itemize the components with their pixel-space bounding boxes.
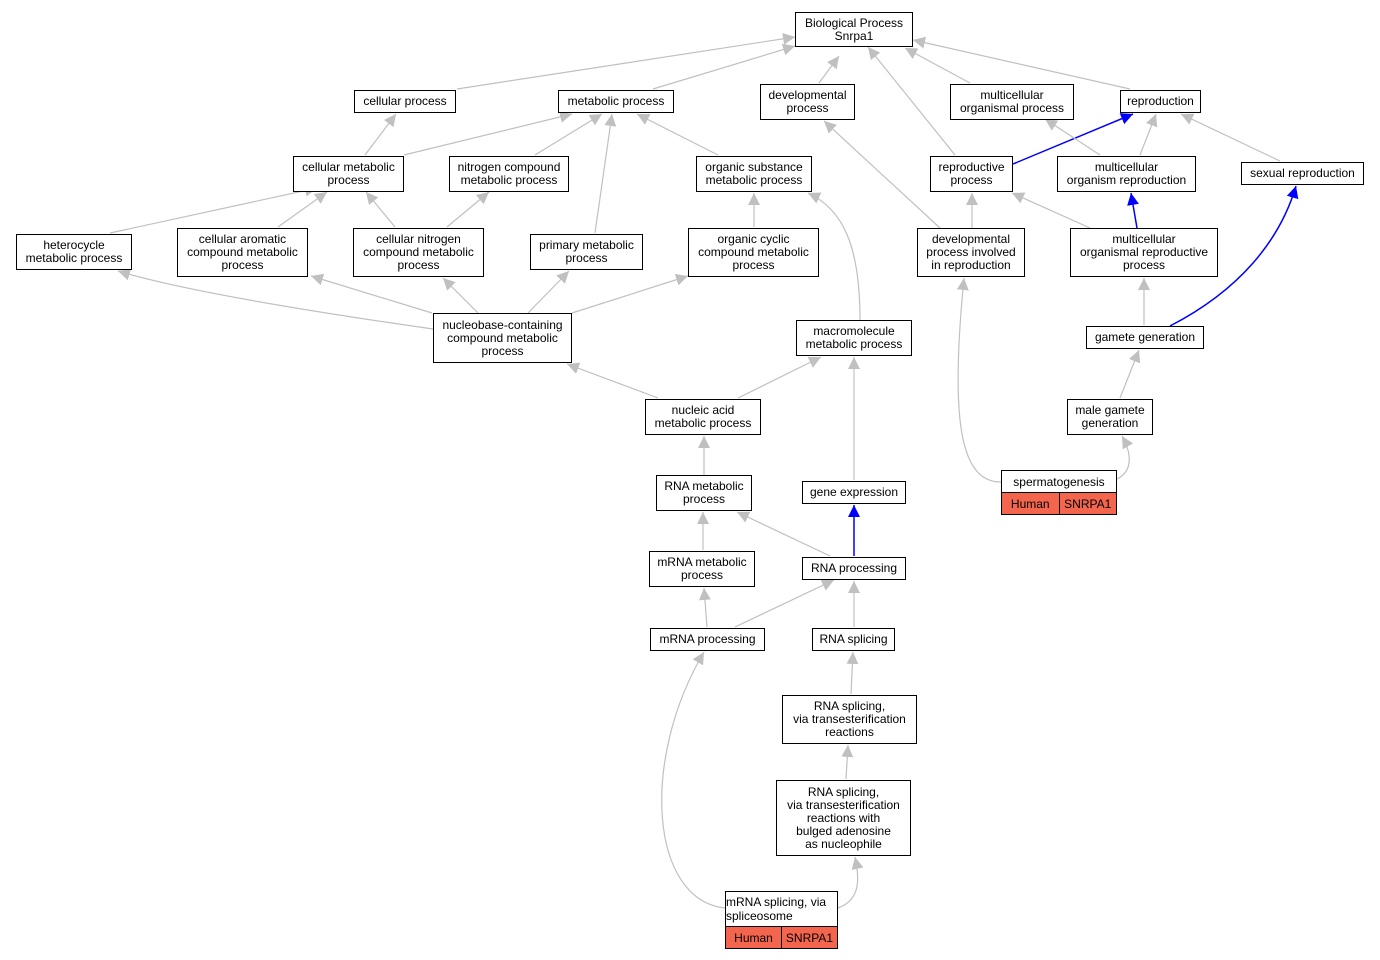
- edge: [1011, 192, 1091, 229]
- node-multicellular-organismal-process[interactable]: multicellular organismal process: [950, 84, 1074, 120]
- node-primary-metabolic-process[interactable]: primary metabolic process: [530, 234, 643, 270]
- node-rna-splicing-bulged-adenosine[interactable]: RNA splicing, via transesterification re…: [776, 780, 911, 856]
- node-organic-substance-metabolic-process[interactable]: organic substance metabolic process: [696, 156, 812, 192]
- edge: [837, 856, 864, 909]
- edge: [807, 192, 861, 321]
- node-cellular-metabolic-process[interactable]: cellular metabolic process: [293, 156, 404, 192]
- edge: [403, 111, 573, 156]
- edge: [571, 273, 689, 314]
- node-cellular-aromatic-compound-metabolic-process[interactable]: cellular aromatic compound metabolic pro…: [177, 228, 308, 277]
- edge: [636, 113, 719, 156]
- node-gene-expression[interactable]: gene expression: [802, 481, 906, 504]
- species-tag: Human: [726, 927, 781, 948]
- node-cellular-process[interactable]: cellular process: [354, 90, 456, 113]
- mrna-splicing-label: mRNA splicing, via spliceosome: [726, 892, 837, 927]
- spermatogenesis-label: spermatogenesis: [1002, 471, 1116, 493]
- highlighted-edge: [1012, 113, 1134, 165]
- gene-tag: SNRPA1: [1058, 493, 1116, 514]
- edge: [698, 587, 711, 628]
- node-cellular-nitrogen-compound-metabolic-process[interactable]: cellular nitrogen compound metabolic pro…: [353, 228, 484, 277]
- node-multicellular-organism-reproduction[interactable]: multicellular organism reproduction: [1057, 156, 1196, 192]
- node-rna-splicing-via-transesterification[interactable]: RNA splicing, via transesterification re…: [782, 695, 917, 744]
- edge: [277, 191, 328, 228]
- edge: [823, 120, 941, 229]
- node-organic-cyclic-compound-metabolic-process[interactable]: organic cyclic compound metabolic proces…: [688, 228, 819, 277]
- edge: [365, 191, 396, 228]
- edge: [661, 651, 726, 909]
- edge: [566, 362, 659, 399]
- edge: [818, 55, 840, 84]
- edge: [736, 511, 831, 557]
- node-nucleic-acid-metabolic-process[interactable]: nucleic acid metabolic process: [645, 399, 761, 435]
- node-macromolecule-metabolic-process[interactable]: macromolecule metabolic process: [796, 320, 912, 356]
- node-spermatogenesis[interactable]: spermatogenesis Human SNRPA1: [1001, 470, 1117, 515]
- edge: [737, 356, 822, 399]
- node-sexual-reproduction[interactable]: sexual reproduction: [1241, 162, 1364, 185]
- node-nucleobase-containing-compound-metabolic-process[interactable]: nucleobase-containing compound metabolic…: [433, 313, 572, 363]
- edge: [1116, 435, 1134, 480]
- edge: [117, 268, 434, 330]
- edge: [594, 113, 617, 234]
- edge: [1180, 113, 1281, 162]
- edge: [956, 277, 1002, 483]
- edge: [734, 579, 835, 628]
- node-gamete-generation[interactable]: gamete generation: [1086, 326, 1204, 349]
- edge: [652, 43, 796, 90]
- edge: [442, 277, 479, 314]
- edge: [841, 744, 854, 780]
- gene-tag: SNRPA1: [781, 927, 837, 948]
- species-tag: Human: [1002, 493, 1059, 514]
- node-reproduction[interactable]: reproduction: [1120, 90, 1201, 113]
- highlighted-edge: [1127, 192, 1139, 229]
- node-multicellular-organismal-reproductive-process[interactable]: multicellular organismal reproductive pr…: [1070, 228, 1218, 277]
- edge: [527, 270, 570, 314]
- edge: [534, 113, 603, 156]
- node-developmental-process-involved-in-reproduction[interactable]: developmental process involved in reprod…: [917, 228, 1025, 277]
- edge: [364, 113, 397, 156]
- edge: [1119, 349, 1141, 399]
- edge: [310, 273, 433, 314]
- edge: [446, 191, 490, 228]
- edge: [1044, 118, 1101, 156]
- node-developmental-process[interactable]: developmental process: [760, 84, 855, 120]
- mrna-splicing-annotation-row: Human SNRPA1: [726, 927, 837, 948]
- node-mrna-splicing-via-spliceosome[interactable]: mRNA splicing, via spliceosome Human SNR…: [725, 891, 838, 949]
- node-reproductive-process[interactable]: reproductive process: [930, 156, 1013, 192]
- edge: [846, 651, 859, 695]
- node-male-gamete-generation[interactable]: male gamete generation: [1067, 399, 1153, 435]
- node-heterocycle-metabolic-process[interactable]: heterocycle metabolic process: [16, 234, 132, 270]
- node-rna-splicing[interactable]: RNA splicing: [812, 628, 895, 651]
- edge: [1139, 113, 1158, 156]
- node-biological-process[interactable]: Biological Process Snrpa1: [795, 12, 913, 47]
- highlighted-edge: [1169, 185, 1299, 327]
- edge: [456, 32, 796, 90]
- edge: [912, 36, 1131, 90]
- edge: [867, 46, 956, 156]
- spermatogenesis-annotation-row: Human SNRPA1: [1002, 493, 1116, 514]
- node-rna-metabolic-process[interactable]: RNA metabolic process: [656, 475, 752, 511]
- node-rna-processing[interactable]: RNA processing: [802, 557, 906, 580]
- node-mrna-metabolic-process[interactable]: mRNA metabolic process: [649, 551, 755, 587]
- node-metabolic-process[interactable]: metabolic process: [558, 90, 674, 113]
- node-nitrogen-compound-metabolic-process[interactable]: nitrogen compound metabolic process: [449, 156, 569, 192]
- edge: [109, 184, 318, 234]
- node-mrna-processing[interactable]: mRNA processing: [650, 628, 765, 651]
- edge: [904, 47, 971, 84]
